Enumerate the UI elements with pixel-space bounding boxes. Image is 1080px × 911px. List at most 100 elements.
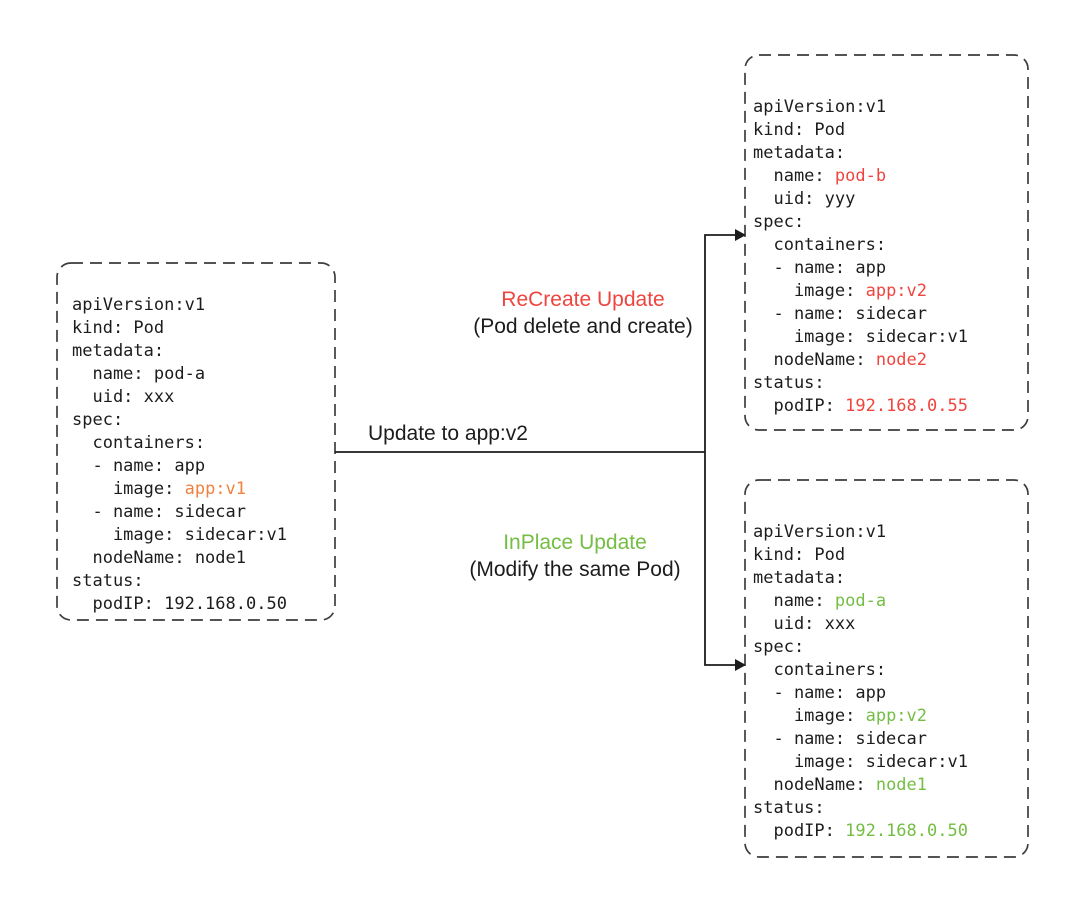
yaml-text: - name: sidecar: [753, 729, 927, 749]
yaml-line: podIP: 192.168.0.50: [753, 820, 968, 843]
yaml-line: - name: sidecar: [753, 728, 968, 751]
yaml-highlight: node2: [875, 350, 928, 370]
yaml-line: status:: [72, 570, 287, 593]
yaml-text: containers:: [753, 660, 887, 680]
yaml-text: kind: Pod: [753, 545, 846, 565]
yaml-highlight: pod-a: [834, 591, 887, 611]
yaml-line: nodeName: node1: [72, 547, 287, 570]
yaml-text: name: pod-a: [72, 364, 206, 384]
yaml-line: name: pod-a: [72, 363, 287, 386]
recreate-update-label-group: ReCreate Update (Pod delete and create): [433, 286, 733, 340]
inplace-update-subtitle: (Modify the same Pod): [469, 558, 681, 581]
recreate-arrowhead-icon: [735, 229, 746, 241]
yaml-text: image:: [753, 281, 866, 301]
yaml-text: spec:: [72, 410, 124, 430]
yaml-line: nodeName: node2: [753, 349, 968, 372]
inplace-update-label-group: InPlace Update (Modify the same Pod): [425, 529, 725, 583]
yaml-line: metadata:: [753, 567, 968, 590]
original-pod-box-outline: [56, 262, 336, 621]
yaml-line: - name: app: [753, 682, 968, 705]
recreated-pod-yaml: apiVersion:v1 kind: Pod metadata: name: po…: [753, 96, 968, 418]
yaml-text: podIP:: [753, 396, 846, 416]
inplace-arrowhead-icon: [735, 659, 746, 671]
yaml-line: apiVersion:v1: [753, 96, 968, 119]
yaml-line: nodeName: node1: [753, 774, 968, 797]
yaml-line: podIP: 192.168.0.50: [72, 593, 287, 616]
yaml-text: spec:: [753, 212, 805, 232]
yaml-highlight: 192.168.0.50: [845, 821, 968, 841]
yaml-line: containers:: [72, 432, 287, 455]
recreate-branch-line: [704, 234, 736, 452]
inplace-update-title: InPlace Update: [503, 531, 647, 554]
yaml-line: metadata:: [753, 142, 968, 165]
yaml-line: - name: app: [72, 455, 287, 478]
yaml-text: name:: [753, 591, 835, 611]
yaml-line: metadata:: [72, 340, 287, 363]
yaml-text: - name: app: [753, 683, 887, 703]
yaml-line: uid: xxx: [753, 613, 968, 636]
recreate-update-title: ReCreate Update: [501, 288, 665, 311]
yaml-text: containers:: [72, 433, 206, 453]
yaml-line: - name: sidecar: [72, 501, 287, 524]
yaml-text: metadata:: [753, 568, 846, 588]
yaml-text: apiVersion:v1: [72, 295, 206, 315]
yaml-line: - name: app: [753, 257, 968, 280]
yaml-line: apiVersion:v1: [72, 294, 287, 317]
update-flow-label: Update to app:v2: [368, 422, 528, 445]
yaml-text: nodeName:: [753, 775, 876, 795]
yaml-text: - name: sidecar: [72, 502, 246, 522]
yaml-text: metadata:: [753, 143, 846, 163]
original-pod-yaml: apiVersion:v1 kind: Pod metadata: name: po…: [72, 294, 287, 616]
yaml-line: status:: [753, 372, 968, 395]
yaml-line: status:: [753, 797, 968, 820]
yaml-line: kind: Pod: [753, 544, 968, 567]
yaml-text: status:: [753, 798, 825, 818]
yaml-line: name: pod-b: [753, 165, 968, 188]
yaml-text: apiVersion:v1: [753, 522, 887, 542]
yaml-highlight: app:v1: [184, 479, 247, 499]
yaml-text: image:: [72, 479, 185, 499]
yaml-line: image: app:v2: [753, 280, 968, 303]
yaml-text: nodeName:: [753, 350, 876, 370]
yaml-highlight: app:v2: [865, 281, 928, 301]
yaml-line: apiVersion:v1: [753, 521, 968, 544]
inplace-pod-yaml: apiVersion:v1 kind: Pod metadata: name: po…: [753, 521, 968, 843]
yaml-text: kind: Pod: [753, 120, 846, 140]
yaml-text: - name: sidecar: [753, 304, 927, 324]
yaml-line: - name: sidecar: [753, 303, 968, 326]
yaml-text: podIP: 192.168.0.50: [72, 594, 287, 614]
yaml-text: containers:: [753, 235, 887, 255]
yaml-highlight: pod-b: [834, 166, 887, 186]
yaml-line: image: app:v1: [72, 478, 287, 501]
yaml-text: image: sidecar:v1: [753, 327, 968, 347]
yaml-line: spec:: [72, 409, 287, 432]
yaml-line: kind: Pod: [72, 317, 287, 340]
yaml-text: kind: Pod: [72, 318, 165, 338]
yaml-text: status:: [72, 571, 144, 591]
yaml-text: nodeName: node1: [72, 548, 246, 568]
yaml-text: image: sidecar:v1: [753, 752, 968, 772]
yaml-highlight: node1: [875, 775, 928, 795]
yaml-line: containers:: [753, 234, 968, 257]
yaml-line: name: pod-a: [753, 590, 968, 613]
yaml-line: image: sidecar:v1: [753, 751, 968, 774]
yaml-line: podIP: 192.168.0.55: [753, 395, 967, 418]
yaml-line: spec:: [753, 211, 968, 234]
yaml-text: podIP:: [753, 821, 846, 841]
yaml-line: uid: yyy: [753, 188, 968, 211]
yaml-text: apiVersion:v1: [753, 97, 887, 117]
yaml-text: image: sidecar:v1: [72, 525, 287, 545]
yaml-text: status:: [753, 373, 825, 393]
yaml-line: spec:: [753, 636, 968, 659]
yaml-text: - name: app: [753, 258, 887, 278]
yaml-line: kind: Pod: [753, 119, 968, 142]
yaml-text: spec:: [753, 637, 805, 657]
yaml-text: metadata:: [72, 341, 165, 361]
inplace-branch-line: [704, 452, 736, 666]
yaml-text: uid: yyy: [753, 189, 856, 209]
yaml-line: image: app:v2: [753, 705, 968, 728]
recreate-update-subtitle: (Pod delete and create): [473, 315, 693, 338]
yaml-text: uid: xxx: [753, 614, 856, 634]
